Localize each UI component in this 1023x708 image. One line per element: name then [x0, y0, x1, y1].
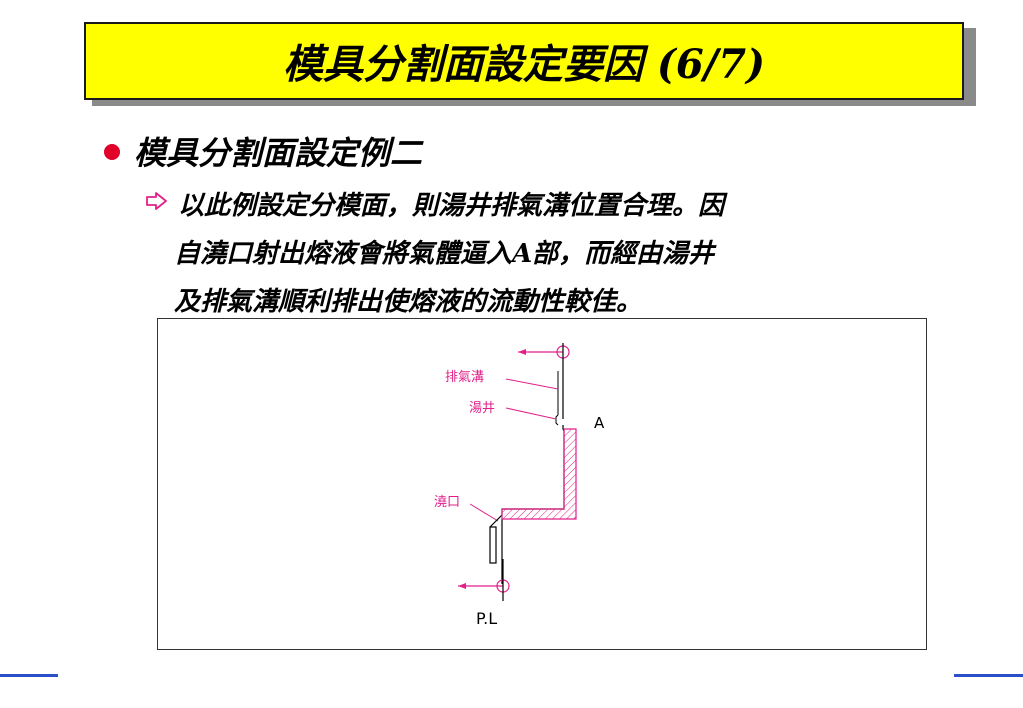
- footer-rule-right: [954, 674, 1023, 677]
- label-vent-groove: 排氣溝: [445, 370, 484, 385]
- hatched-part-region: [501, 428, 577, 520]
- label-sprue-well: 湯井: [469, 401, 495, 416]
- label-gate: 澆口: [434, 495, 460, 510]
- gate-leader-line: [469, 503, 499, 522]
- bottom-parting-marker: [458, 559, 510, 601]
- label-section-a: A: [594, 414, 605, 432]
- footer-rule-left: [0, 674, 58, 677]
- title-box: 模具分割面設定要因 (6/7): [84, 22, 964, 100]
- explanation-paragraph: 以此例設定分模面，則湯井排氣溝位置合理。因 自澆口射出熔液會將氣體逼入A部，而經…: [174, 182, 958, 326]
- diagram-svg: 排氣溝 湯井 A 澆口 P.L: [434, 343, 605, 628]
- label-parting-line: P.L: [476, 609, 497, 628]
- paragraph-line-2: 自澆口射出熔液會將氣體逼入A部，而經由湯井: [174, 239, 715, 269]
- top-parting-marker: [518, 343, 570, 419]
- paragraph-line-3: 及排氣溝順利排出使熔液的流動性較佳。: [174, 287, 643, 317]
- hollow-arrow-icon: [146, 192, 167, 210]
- bullet-heading: 模具分割面設定例二: [134, 134, 423, 172]
- vent-groove-shape: [555, 371, 559, 426]
- paragraph-line-1: 以此例設定分模面，則湯井排氣溝位置合理。因: [178, 191, 725, 221]
- cavity-outline: [489, 425, 565, 584]
- bullet-dot-icon: [104, 144, 120, 160]
- parting-line-diagram: 排氣溝 湯井 A 澆口 P.L: [157, 318, 927, 650]
- well-leader-line: [505, 407, 557, 420]
- slide-title: 模具分割面設定要因 (6/7): [282, 41, 766, 88]
- vent-leader-line: [505, 378, 559, 390]
